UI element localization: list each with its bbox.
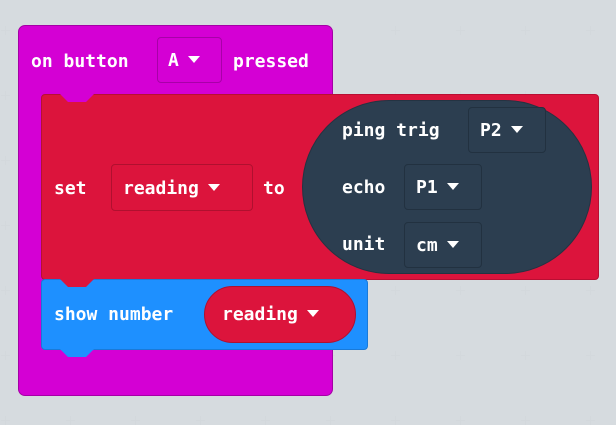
grid-cross-icon (391, 416, 400, 425)
grid-cross-icon (456, 26, 465, 35)
grid-cross-icon (586, 286, 595, 295)
show-number-block[interactable]: show number reading (41, 279, 368, 357)
to-label: to (263, 178, 285, 199)
variable-dropdown-value: reading (123, 179, 220, 199)
echo-label: echo (342, 177, 386, 198)
button-dropdown[interactable]: A (157, 37, 222, 83)
grid-cross-icon (521, 286, 530, 295)
grid-cross-icon (1, 286, 10, 295)
grid-cross-icon (1, 221, 10, 230)
grid-cross-icon (326, 416, 335, 425)
echo-pin-value: P1 (416, 178, 459, 198)
grid-cross-icon (521, 351, 530, 360)
block-notch-bottom (60, 349, 94, 357)
ping-sensor-block[interactable]: ping trig P2 echo P1 unit cm (302, 100, 592, 274)
button-dropdown-value: A (168, 51, 200, 71)
grid-cross-icon (391, 351, 400, 360)
grid-cross-icon (586, 26, 595, 35)
grid-cross-icon (1, 416, 10, 425)
grid-cross-icon (521, 26, 530, 35)
chevron-down-icon (187, 56, 200, 63)
chevron-down-icon (446, 183, 459, 190)
unit-label: unit (342, 234, 386, 255)
grid-cross-icon (391, 286, 400, 295)
reading-variable-reporter[interactable]: reading (204, 286, 356, 343)
reading-variable-value: reading (222, 305, 319, 325)
grid-cross-icon (521, 416, 530, 425)
grid-cross-icon (586, 416, 595, 425)
unit-value: cm (416, 236, 459, 256)
set-label: set (54, 178, 87, 199)
grid-cross-icon (66, 416, 75, 425)
chevron-down-icon (207, 184, 220, 191)
grid-cross-icon (586, 351, 595, 360)
grid-cross-icon (1, 351, 10, 360)
grid-cross-icon (1, 26, 10, 35)
grid-cross-icon (1, 156, 10, 165)
grid-cross-icon (261, 416, 270, 425)
variable-dropdown[interactable]: reading (111, 164, 253, 211)
chevron-down-icon (510, 126, 523, 133)
grid-cross-icon (456, 351, 465, 360)
ping-trig-label: ping trig (342, 120, 440, 141)
trig-pin-dropdown[interactable]: P2 (468, 107, 546, 153)
trig-pin-value: P2 (480, 121, 523, 141)
chevron-down-icon (446, 241, 459, 248)
chevron-down-icon (306, 310, 319, 317)
echo-pin-dropdown[interactable]: P1 (404, 164, 482, 210)
block-notch (60, 279, 94, 287)
unit-dropdown[interactable]: cm (404, 222, 482, 268)
grid-cross-icon (456, 286, 465, 295)
grid-cross-icon (196, 416, 205, 425)
show-number-label: show number (54, 304, 174, 325)
grid-cross-icon (1, 91, 10, 100)
grid-cross-icon (456, 416, 465, 425)
block-notch (60, 94, 94, 102)
on-button-label: on button (31, 51, 129, 72)
grid-cross-icon (131, 416, 140, 425)
grid-cross-icon (391, 26, 400, 35)
pressed-label: pressed (233, 51, 309, 72)
